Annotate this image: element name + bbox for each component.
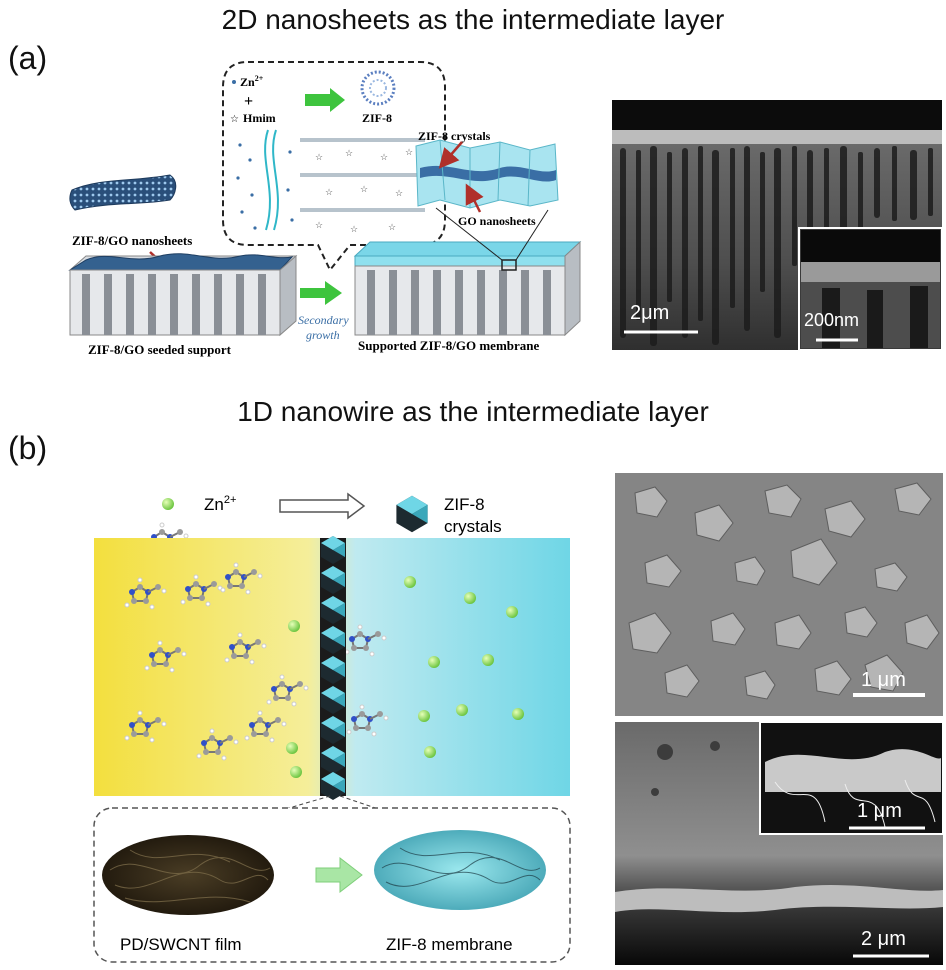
seeded-support (68, 253, 298, 337)
scale-b-top-label: 1 μm (861, 669, 906, 691)
reaction-chamber (94, 536, 570, 800)
scale-a-main-label: 2μm (630, 302, 670, 324)
hmim-star-icon: ☆ (230, 114, 239, 125)
svg-text:☆: ☆ (315, 152, 323, 162)
scale-b-bottom-label: 2 μm (861, 928, 906, 950)
svg-text:☆: ☆ (388, 222, 396, 232)
conversion-arrow (315, 856, 363, 894)
label-zif8-crystals-2: crystals (444, 517, 502, 536)
arrow-go-nanosheets (465, 183, 484, 213)
label-zn: Zn2+ (240, 74, 264, 89)
supported-membrane (353, 240, 582, 337)
label-supported-membrane: Supported ZIF-8/GO membrane (358, 338, 540, 353)
panel-b-schematic: Zn2+ Hmim ZIF-8 crystals (93, 492, 571, 963)
bubble-content: ☆ ☆ ☆ ☆ ☆ ☆ ☆ ☆ ☆ ☆ (236, 129, 425, 234)
label-zif8: ZIF-8 (362, 111, 392, 125)
panel-a-label: (a) (8, 40, 48, 76)
panel-a-title: 2D nanosheets as the intermediate layer (221, 4, 725, 35)
sem-image-a: 2μm 200nm (612, 100, 942, 350)
label-secondary: Secondary (298, 313, 349, 327)
svg-text:☆: ☆ (405, 147, 413, 157)
svg-text:☆: ☆ (395, 188, 403, 198)
sem-image-b-bottom-inset (759, 722, 943, 835)
panel-b-label: (b) (8, 430, 48, 466)
label-zif8-crystals: ZIF-8 crystals (418, 129, 491, 143)
sem-image-b-top: 1 μm (615, 473, 943, 716)
sem-image-b-bottom: 1 μm 2 μm (615, 722, 943, 965)
panel-a-schematic: ZIF-8/GO nanosheets ZIF-8/GO seeded supp… (68, 61, 582, 357)
pd-swcnt-film (102, 835, 274, 915)
sem-image-b-bottom-texture (615, 722, 943, 965)
label-seeded-support: ZIF-8/GO seeded support (88, 342, 232, 357)
sem-image-a-texture (612, 100, 942, 350)
reaction-arrow-b (279, 492, 366, 520)
panel-b-title: 1D nanowire as the intermediate layer (237, 396, 709, 427)
label-pd-swcnt-film: PD/SWCNT film (120, 935, 242, 954)
secondary-growth-arrow (300, 281, 342, 305)
label-growth: growth (306, 328, 340, 342)
svg-text:☆: ☆ (325, 187, 333, 197)
zn-ion-icon (232, 80, 236, 84)
zn-ion-legend-icon (162, 498, 174, 510)
sem-image-a-inset (798, 227, 942, 350)
zif8-cage-icon (360, 70, 396, 106)
svg-text:☆: ☆ (380, 152, 388, 162)
reaction-arrow (305, 88, 345, 112)
svg-text:☆: ☆ (350, 224, 358, 234)
zif8-crystal-legend-icon (396, 495, 428, 533)
arrow-zif8-crystals (438, 141, 463, 169)
label-zn-b: Zn2+ (204, 494, 236, 514)
scale-a-inset-label: 200nm (804, 310, 860, 330)
reaction-bubble (222, 61, 446, 272)
label-zif8-crystals-1: ZIF-8 (444, 495, 485, 514)
sem-image-b-top-texture (615, 473, 943, 716)
label-hmim: Hmim (243, 111, 276, 125)
svg-text:☆: ☆ (345, 148, 353, 158)
label-zif8-membrane: ZIF-8 membrane (386, 935, 513, 954)
scale-b-inset-label: 1 μm (857, 800, 902, 822)
label-plus: + (244, 93, 253, 110)
svg-text:☆: ☆ (315, 220, 323, 230)
label-zif8-go-nanosheets: ZIF-8/GO nanosheets (72, 233, 192, 248)
floating-nanosheet (69, 174, 177, 211)
svg-text:☆: ☆ (360, 184, 368, 194)
label-go-nanosheets: GO nanosheets (458, 214, 536, 228)
zif8-membrane-film (374, 830, 546, 910)
